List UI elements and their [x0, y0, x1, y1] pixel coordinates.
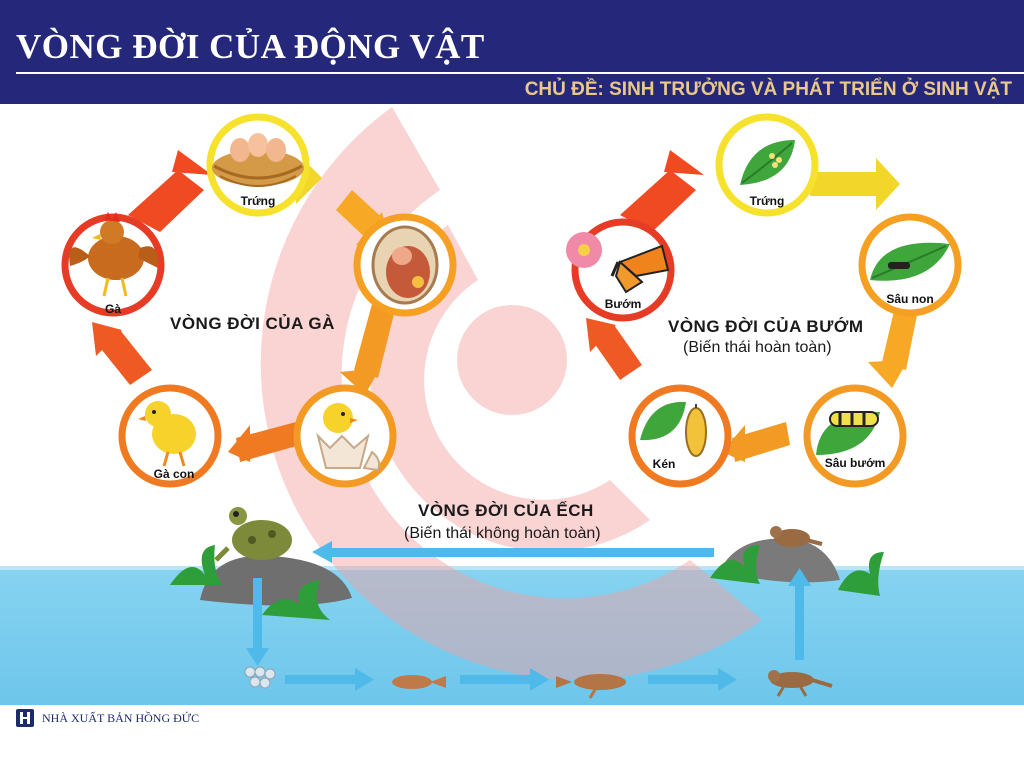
- chicken-stage-circles: Gà Trứng: [61, 113, 457, 488]
- butterfly-cycle-subtitle: (Biến thái hoàn toàn): [683, 339, 832, 356]
- stage-label-caterpillar: Sâu bướm: [825, 456, 886, 470]
- header-banner: VÒNG ĐỜI CỦA ĐỘNG VẬT CHỦ ĐỀ: SINH TRƯỞN…: [0, 0, 1024, 104]
- publisher-name: NHÀ XUẤT BẢN HỒNG ĐỨC: [42, 710, 200, 725]
- footer: NHÀ XUẤT BẢN HỒNG ĐỨC: [14, 707, 199, 729]
- stage-label-butterfly-eggs: Trứng: [750, 194, 785, 208]
- stage-label-chicken: Gà: [105, 302, 121, 316]
- froglet-icon: [770, 526, 823, 547]
- leaf-eggs-icon: [740, 140, 795, 185]
- stage-label-butterfly: Bướm: [605, 297, 642, 311]
- grass-icon: [170, 545, 330, 620]
- stage-label-larva: Sâu non: [886, 292, 933, 306]
- hatching-chick-icon: [316, 403, 381, 472]
- young-frog-icon: [768, 670, 833, 697]
- caterpillar-icon: [816, 411, 880, 455]
- embryo-egg-icon: [371, 225, 439, 305]
- chicken-cycle-title: VÒNG ĐỜI CỦA GÀ: [170, 314, 335, 333]
- frog-cycle-title: VÒNG ĐỜI CỦA ẾCH: [418, 501, 594, 520]
- butterfly-cycle-arrows: [586, 150, 920, 462]
- butterfly-flower-icon: [566, 232, 670, 294]
- title-divider: [16, 72, 1024, 74]
- page-title: VÒNG ĐỜI CỦA ĐỘNG VẬT: [16, 27, 485, 66]
- butterfly-stage-circles: Bướm Trứng Sâu non Sâu bướm: [566, 113, 962, 488]
- chick-icon: [138, 401, 196, 467]
- larva-leaf-icon: [870, 242, 950, 281]
- tadpole-legs-icon: [556, 674, 626, 699]
- frog-eggs-icon: [244, 666, 276, 689]
- stage-label-eggs: Trứng: [241, 194, 276, 208]
- adult-frog-icon: [214, 507, 292, 562]
- page-subtitle: CHỦ ĐỀ: SINH TRƯỞNG VÀ PHÁT TRIỂN Ở SINH…: [524, 79, 1012, 100]
- water-surface: [0, 566, 1024, 570]
- chicken-icon: [69, 212, 159, 297]
- stage-label-chick: Gà con: [154, 467, 195, 481]
- watermark-logo: [260, 107, 762, 680]
- pupa-icon: [640, 401, 707, 457]
- grass-icon: [710, 545, 884, 596]
- frog-cycle: [170, 507, 884, 699]
- stage-label-pupa: Kén: [653, 457, 676, 471]
- frog-cycle-subtitle: (Biến thái không hoàn toàn): [404, 525, 601, 542]
- nest-eggs-icon: [212, 133, 304, 187]
- frog-cycle-arrows: [246, 541, 811, 691]
- butterfly-cycle-title: VÒNG ĐỜI CỦA BƯỚM: [668, 317, 864, 336]
- tadpole-icon: [392, 675, 446, 689]
- left-rock: [200, 555, 352, 606]
- publisher-logo: [16, 709, 34, 727]
